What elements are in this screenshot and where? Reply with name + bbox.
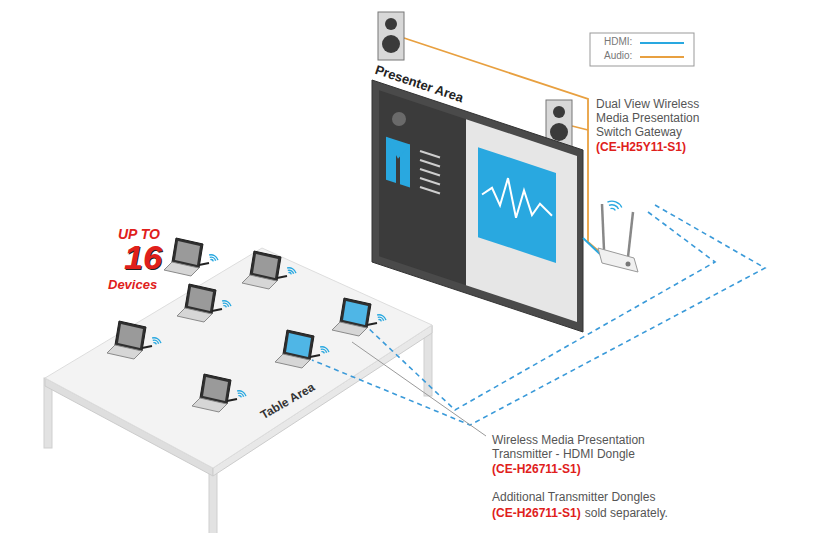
wifi-symbol (237, 391, 246, 396)
laptop (242, 251, 296, 289)
display-screen (372, 80, 583, 332)
hdmi-dongle (227, 399, 237, 401)
laptop-base (107, 345, 142, 359)
screen-icon (392, 112, 406, 126)
audio-wire (572, 126, 588, 130)
device-count: 16 (124, 238, 162, 276)
hdmi-dongle (367, 323, 377, 325)
legend-box (590, 33, 694, 66)
screen-left-panel (379, 90, 466, 285)
speaker-cone (382, 35, 400, 53)
speaker-cone (553, 106, 565, 118)
hdmi-dongle (212, 309, 222, 311)
screen-text-line (420, 178, 440, 185)
speaker-cone (385, 18, 397, 30)
gateway-description: Dual View Wireless Media Presentation Sw… (596, 97, 721, 139)
laptop (275, 330, 329, 368)
laptop-screen (175, 241, 200, 265)
laptop (164, 238, 218, 276)
wifi-symbol (288, 270, 294, 274)
gateway-led (626, 262, 631, 267)
screen-right-panel (466, 119, 577, 322)
hdmi-dongle (199, 263, 209, 265)
legend (590, 33, 694, 66)
antenna (628, 212, 633, 257)
wifi-symbol (209, 255, 218, 260)
wifi-symbol (223, 303, 229, 307)
part-number: (CE-H26711-S1) (492, 506, 581, 520)
laptop (177, 284, 231, 322)
screen-frame (372, 80, 583, 332)
laptop-screen (203, 377, 228, 401)
part-number: (CE-H26711-S1) (492, 462, 581, 476)
device-count-suffix: Devices (108, 277, 157, 292)
laptop-base (192, 398, 227, 412)
laptop-screen (343, 301, 368, 325)
speaker-cone (550, 123, 568, 141)
laptop-screen (253, 254, 278, 278)
wifi-symbol (223, 306, 226, 308)
screen-text-line (420, 160, 440, 167)
screen-text-line (420, 169, 440, 176)
wifi-symbol (210, 257, 216, 261)
hdmi-dongle (277, 276, 287, 278)
laptop-base (242, 275, 277, 289)
wifi-symbol (153, 340, 159, 344)
laptop-base (275, 354, 310, 368)
wifi-symbol (378, 317, 384, 321)
wifi-symbol (153, 343, 156, 345)
speaker (378, 12, 404, 60)
wifi-symbol (321, 349, 327, 353)
wifi-symbol (610, 208, 615, 210)
wifi-symbol (320, 347, 329, 352)
audio-sample (640, 56, 684, 58)
laptop (332, 298, 386, 336)
hdmi-dongle (310, 355, 320, 357)
wifi-symbol (288, 273, 291, 275)
note-text: Additional Transmitter Dongles (492, 490, 655, 504)
laptop (107, 321, 161, 359)
note-text: sold separately. (585, 506, 668, 520)
part-number: (CE-H25Y11-S1) (596, 140, 686, 154)
wifi-symbol (609, 205, 619, 209)
hdmi-dongle (142, 346, 152, 348)
laptop-screen (286, 333, 311, 357)
laptop (192, 374, 246, 412)
laptop-base (177, 308, 212, 322)
transmitter-description: Wireless Media Presentation Transmitter … (492, 433, 682, 461)
wifi-symbol (152, 338, 161, 343)
laptop-base (164, 262, 199, 276)
leader-line (352, 342, 486, 436)
wifi-symbol (210, 260, 213, 262)
hdmi-sample (640, 42, 684, 44)
legend-label: Audio: (604, 50, 632, 61)
laptop-base (332, 322, 367, 336)
screen-chart (478, 147, 556, 263)
wifi-symbol (238, 396, 241, 398)
gateway-device (598, 201, 638, 272)
screen-text-line (420, 187, 440, 194)
legend-label: HDMI: (604, 36, 632, 47)
table (44, 248, 432, 533)
wifi-symbol (222, 301, 231, 306)
speaker-cabinet (378, 12, 404, 60)
screen-text-line (420, 151, 440, 158)
antenna (602, 204, 604, 250)
gateway-body (598, 248, 638, 272)
wifi-symbol (287, 268, 296, 273)
laptop-screen (118, 324, 143, 348)
wifi-symbol (607, 201, 621, 207)
laptop-screen (188, 287, 213, 311)
screen-waveform (482, 178, 552, 218)
wifi-symbol (377, 315, 386, 320)
wifi-symbol (238, 393, 244, 397)
wifi-symbol (378, 320, 381, 322)
screen-icon (386, 137, 410, 159)
wifi-symbol (321, 352, 324, 354)
